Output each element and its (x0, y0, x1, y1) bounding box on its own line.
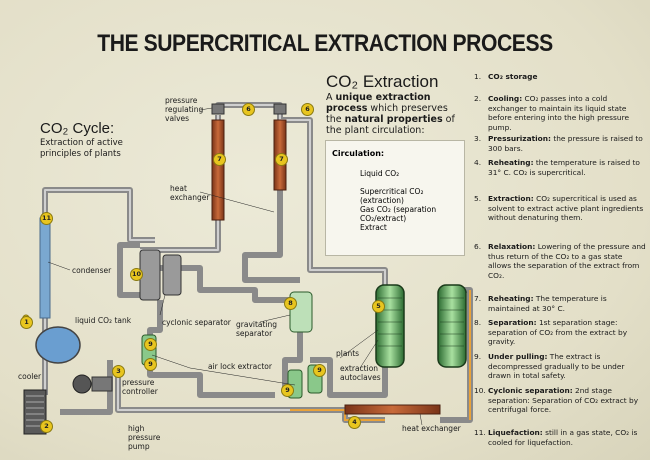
label-plants: plants (336, 349, 360, 358)
step-text: CO₂ passes into a cold exchanger to main… (488, 94, 629, 132)
extraction-autoclave-1 (375, 284, 405, 368)
page-title: THE SUPERCRITICAL EXTRACTION PROCESS (97, 30, 553, 57)
step-heading: Extraction: (488, 194, 534, 203)
step-number: 4. (474, 158, 482, 167)
heat-exchanger-bottom (344, 404, 441, 415)
step-body: Extraction: CO₂ supercritical is used as… (488, 194, 646, 223)
legend-item-extract: Extract (360, 223, 387, 232)
step-number: 6. (474, 242, 482, 251)
badge-5: 5 (372, 300, 385, 313)
step-text: the temperature is raised to 31° C. CO₂ … (488, 158, 640, 177)
step-text: The temperature is maintained at 30° C. (488, 294, 607, 313)
label-cyclonic: cyclonic separator (162, 318, 231, 327)
step-heading: Reheating: (488, 158, 534, 167)
badge-9a: 9 (144, 338, 157, 351)
label-hp-pump: high pressure pump (128, 424, 161, 451)
badge-6a: 6 (242, 103, 255, 116)
badge-8: 8 (284, 297, 297, 310)
badge-4: 4 (348, 416, 361, 429)
badge-9d: 9 (313, 364, 326, 377)
step-number: 3. (474, 134, 482, 143)
step-body: Pressurization: the pressure is raised t… (488, 134, 646, 153)
step-heading: Liquefaction: (488, 428, 543, 437)
step-body: Separation: 1st separation stage: separa… (488, 318, 646, 347)
label-autoclaves: extraction autoclaves (340, 364, 381, 382)
step-heading: Reheating: (488, 294, 534, 303)
step-heading: Under pulling: (488, 352, 548, 361)
cyclonic-separator-2 (162, 254, 182, 296)
label-cooler: cooler (18, 372, 42, 381)
step-heading: Separation: (488, 318, 537, 327)
label-heat-exchanger-top: heat exchanger (170, 184, 210, 202)
step-text: 1st separation stage: separation of CO₂ … (488, 318, 628, 347)
step-number: 9. (474, 352, 482, 361)
step-number: 11. (474, 428, 486, 437)
badge-10: 10 (130, 268, 143, 281)
condenser (39, 217, 51, 319)
badge-9c: 9 (281, 384, 294, 397)
label-gravitating: gravitating separator (236, 320, 278, 338)
step-heading: Cooling: (488, 94, 523, 103)
badge-3: 3 (112, 365, 125, 378)
label-pressure-controller: pressure controller (122, 378, 158, 396)
step-heading: CO₂ storage (488, 72, 538, 81)
badge-1: 1 (20, 316, 33, 329)
step-text: CO₂ supercritical is used as solvent to … (488, 194, 644, 223)
badge-7a: 7 (213, 153, 226, 166)
cyclonic-separator-1 (139, 249, 161, 301)
step-number: 5. (474, 194, 482, 203)
step-body: CO₂ storage (488, 72, 646, 82)
step-body: Liquefaction: still in a gas state, CO₂ … (488, 428, 646, 447)
badge-7b: 7 (275, 153, 288, 166)
liquid-co2-tank (35, 326, 81, 364)
step-body: Cooling: CO₂ passes into a cold exchange… (488, 94, 646, 132)
step-heading: Pressurization: (488, 134, 551, 143)
legend-item-supercritical: Supercritical CO₂ (extraction) (360, 187, 424, 205)
step-number: 10. (474, 386, 486, 395)
high-pressure-pump (72, 374, 92, 394)
pressure-valve-1 (211, 103, 225, 115)
co2-extraction-subtitle: A unique extraction process which preser… (326, 92, 455, 136)
legend-item-liquid: Liquid CO₂ (360, 169, 400, 178)
step-number: 1. (474, 72, 482, 81)
step-body: Reheating: The temperature is maintained… (488, 294, 646, 313)
step-text: Lowering of the pressure and thus return… (488, 242, 646, 280)
badge-6b: 6 (301, 103, 314, 116)
step-text: The extract is decompressed gradually to… (488, 352, 625, 381)
badge-9b: 9 (144, 358, 157, 371)
co2-extraction-title: CO₂ Extraction (326, 72, 439, 91)
co2-cycle-title: CO₂ Cycle: (40, 120, 115, 137)
step-text: still in a gas state, CO₂ is cooled for … (488, 428, 638, 447)
badge-11: 11 (40, 212, 53, 225)
label-liquid-tank: liquid CO₂ tank (75, 316, 132, 325)
step-body: Relaxation: Lowering of the pressure and… (488, 242, 646, 280)
label-condenser: condenser (72, 266, 112, 275)
supercritical-line (290, 409, 385, 421)
step-number: 2. (474, 94, 482, 103)
step-body: Reheating: the temperature is raised to … (488, 158, 646, 177)
label-heat-exchanger-bottom: heat exchanger (402, 424, 461, 433)
step-heading: Relaxation: (488, 242, 536, 251)
legend-item-gas: Gas CO₂ (separation CO₂/extract) (360, 205, 437, 223)
step-number: 7. (474, 294, 482, 303)
extraction-autoclave-2 (437, 284, 467, 368)
legend-heading: Circulation: (332, 149, 385, 158)
co2-cycle-subtitle: Extraction of active principles of plant… (40, 138, 123, 159)
step-body: Under pulling: The extract is decompress… (488, 352, 646, 381)
circulation-legend: Circulation: Liquid CO₂ Supercritical CO… (325, 140, 465, 256)
label-pressure-valves: pressure regulating valves (165, 96, 204, 123)
step-text: 2nd stage separation: Separation of CO₂ … (488, 386, 639, 415)
pressure-valve-2 (273, 103, 287, 115)
step-body: Cyclonic separation: 2nd stage separatio… (488, 386, 646, 415)
step-heading: Cyclonic separation: (488, 386, 573, 395)
label-air-lock: air lock extractor (208, 362, 272, 371)
badge-2: 2 (40, 420, 53, 433)
heat-exchanger-left (211, 119, 225, 221)
step-number: 8. (474, 318, 482, 327)
step-text: the pressure is raised to 300 bars. (488, 134, 643, 153)
